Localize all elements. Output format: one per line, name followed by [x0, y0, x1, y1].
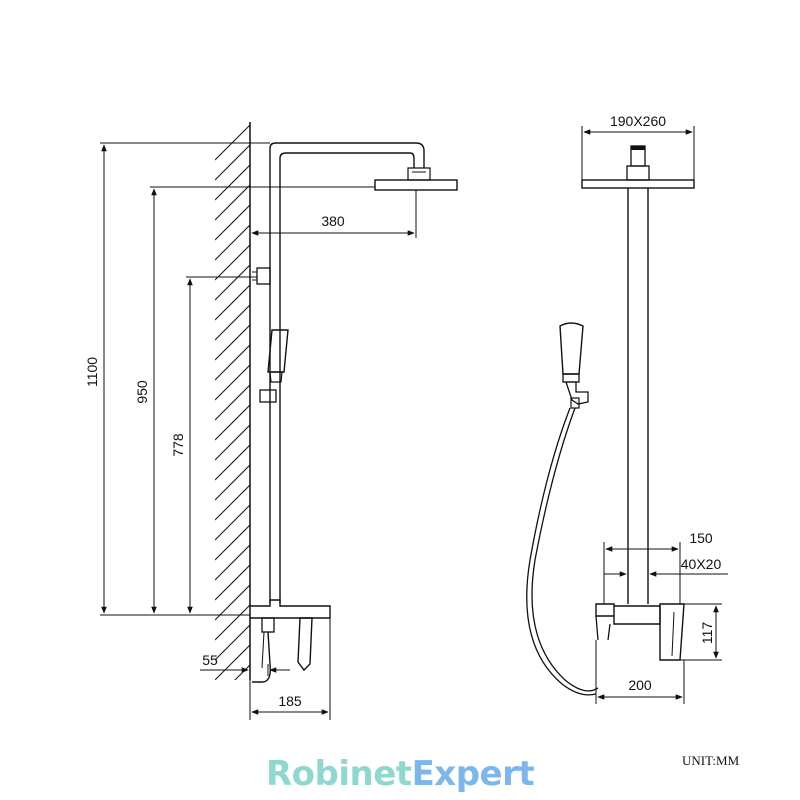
shower-hose	[526, 407, 599, 696]
front-mixer	[595, 603, 661, 625]
side-dimensions	[100, 142, 417, 720]
front-hand-shower	[559, 322, 584, 375]
dim-778: 778	[170, 433, 186, 457]
front-shower-head	[581, 179, 695, 189]
front-view: 190X260 150 40X20 117 200	[526, 113, 728, 704]
front-riser-pipe	[627, 188, 649, 604]
dim-150: 150	[689, 530, 713, 546]
spout	[252, 631, 272, 683]
dim-190x260: 190X260	[610, 113, 666, 129]
hand-shower	[267, 329, 289, 373]
slide-holder	[259, 389, 277, 403]
brand-part-1: Robinet	[266, 754, 412, 794]
dim-950: 950	[134, 380, 150, 404]
shower-arm	[269, 142, 425, 168]
dim-185: 185	[278, 693, 302, 709]
mixer-handle	[297, 617, 313, 672]
side-view: 1100 950 778 380 55 185	[84, 122, 458, 720]
dim-117: 117	[699, 622, 715, 645]
wall-hatching	[215, 124, 250, 680]
riser-pipe	[269, 148, 281, 603]
brand-part-2: Expert	[411, 754, 535, 794]
dim-1100: 1100	[84, 357, 100, 387]
brand-logo: RobinetExpert	[266, 754, 535, 794]
front-holder	[565, 381, 589, 405]
dim-40x20: 40X20	[681, 556, 722, 572]
shower-head	[374, 179, 458, 191]
dim-55: 55	[202, 652, 218, 668]
dim-200: 200	[628, 677, 652, 693]
unit-label: UNIT:MM	[682, 753, 740, 768]
mixer-body	[250, 599, 331, 619]
dim-380: 380	[321, 213, 345, 229]
wall-bracket	[256, 267, 271, 285]
front-dimensions	[581, 126, 728, 704]
